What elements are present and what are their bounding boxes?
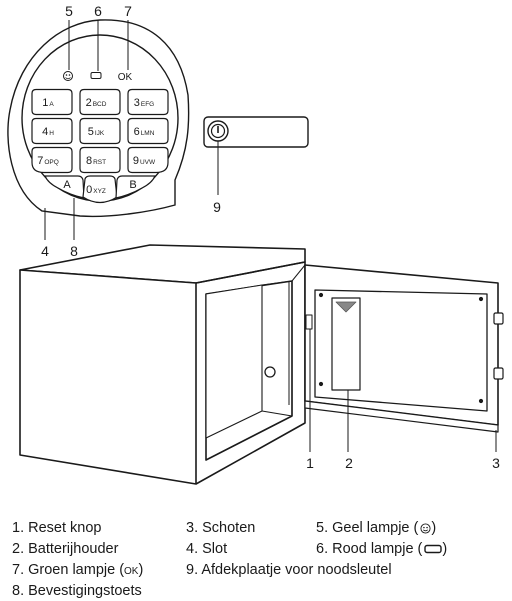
callout-9: 9 — [213, 199, 221, 215]
callout-3: 3 — [492, 455, 500, 471]
key-1[interactable] — [31, 88, 73, 116]
key-0[interactable] — [82, 175, 118, 204]
key-2[interactable] — [79, 88, 121, 116]
legend-item-5-close: ) — [431, 520, 437, 536]
key-5[interactable] — [79, 117, 121, 145]
key-8-label: 8RST — [86, 155, 106, 167]
key-7[interactable] — [31, 146, 73, 174]
legend: 1. Reset knop 2. Batterijhouder 7. Groen… — [0, 512, 512, 600]
callout-7: 7 — [124, 3, 132, 19]
key-0-label: 0XYZ — [86, 184, 106, 196]
legend-item-1: 1. Reset knop — [12, 520, 102, 536]
callout-1: 1 — [306, 455, 314, 471]
legend-item-3: 3. Schoten — [186, 520, 256, 536]
bolt-receiver — [264, 366, 276, 378]
key-9-label: 9UVW — [133, 155, 156, 167]
legend-item-9: 9. Afdekplaatje voor noodsleutel — [186, 562, 392, 578]
legend-item-5: 5. Geel lampje () — [316, 518, 436, 538]
key-5-label: 5IJK — [88, 126, 105, 138]
key-b-label: B — [129, 179, 136, 191]
key-9[interactable] — [127, 146, 169, 174]
smiley-mini-icon — [420, 523, 431, 534]
legend-item-7: 7. Groen lampje (OK) — [12, 560, 143, 582]
battery-mini-icon — [424, 544, 443, 554]
keypad-keys: 1A 2BCD 3EFG 4H 5IJK 6LMN 7OPQ 8RST 9UVW A 0XYZ B — [31, 88, 169, 204]
battery-icon — [90, 72, 102, 79]
callout-5: 5 — [65, 3, 73, 19]
reset-button — [305, 314, 313, 330]
key-4[interactable] — [31, 117, 73, 145]
legend-item-7-text: 7. Groen lampje ( — [12, 562, 125, 578]
key-8[interactable] — [79, 146, 121, 174]
legend-item-6-close: ) — [442, 541, 448, 557]
key-3[interactable] — [127, 88, 169, 116]
keyhole-icon — [207, 120, 229, 142]
key-4-label: 4H — [42, 126, 54, 138]
safe-body — [19, 244, 306, 485]
callout-6: 6 — [94, 3, 102, 19]
key-6[interactable] — [127, 117, 169, 145]
key-2-label: 2BCD — [86, 97, 107, 109]
callout-4: 4 — [41, 243, 49, 259]
key-1-label: 1A — [42, 97, 54, 109]
callout-8: 8 — [70, 243, 78, 259]
legend-item-5-text: 5. Geel lampje ( — [316, 520, 419, 536]
safe-diagram: OK 1A 2BCD 3EFG 4H 5IJK 6LMN 7OPQ 8RST 9UVW A 0XYZ… — [7, 3, 504, 485]
key-a-label: A — [63, 179, 71, 191]
legend-item-4: 4. Slot — [186, 541, 228, 557]
battery-holder-tab — [335, 301, 357, 313]
legend-item-7-close: ) — [138, 562, 144, 578]
legend-item-6-text: 6. Rood lampje ( — [316, 541, 423, 557]
key-6-label: 6LMN — [134, 126, 155, 138]
legend-item-6: 6. Rood lampje () — [316, 539, 447, 559]
key-cover-plate: 9 — [203, 116, 309, 215]
ok-lamp-label: OK — [118, 72, 133, 83]
legend-item-2: 2. Batterijhouder — [12, 541, 119, 557]
smiley-icon — [63, 71, 73, 81]
legend-item-8: 8. Bevestigingstoets — [12, 583, 142, 599]
key-3-label: 3EFG — [134, 97, 155, 109]
key-a[interactable] — [44, 175, 85, 199]
safe-door — [304, 264, 504, 433]
ok-mini-icon: OK — [124, 566, 139, 577]
bolt-lower — [493, 367, 504, 380]
battery-holder — [331, 297, 361, 391]
key-7-label: 7OPQ — [37, 155, 59, 167]
key-b[interactable] — [115, 175, 156, 199]
bolt-upper — [493, 312, 504, 325]
callout-2: 2 — [345, 455, 353, 471]
